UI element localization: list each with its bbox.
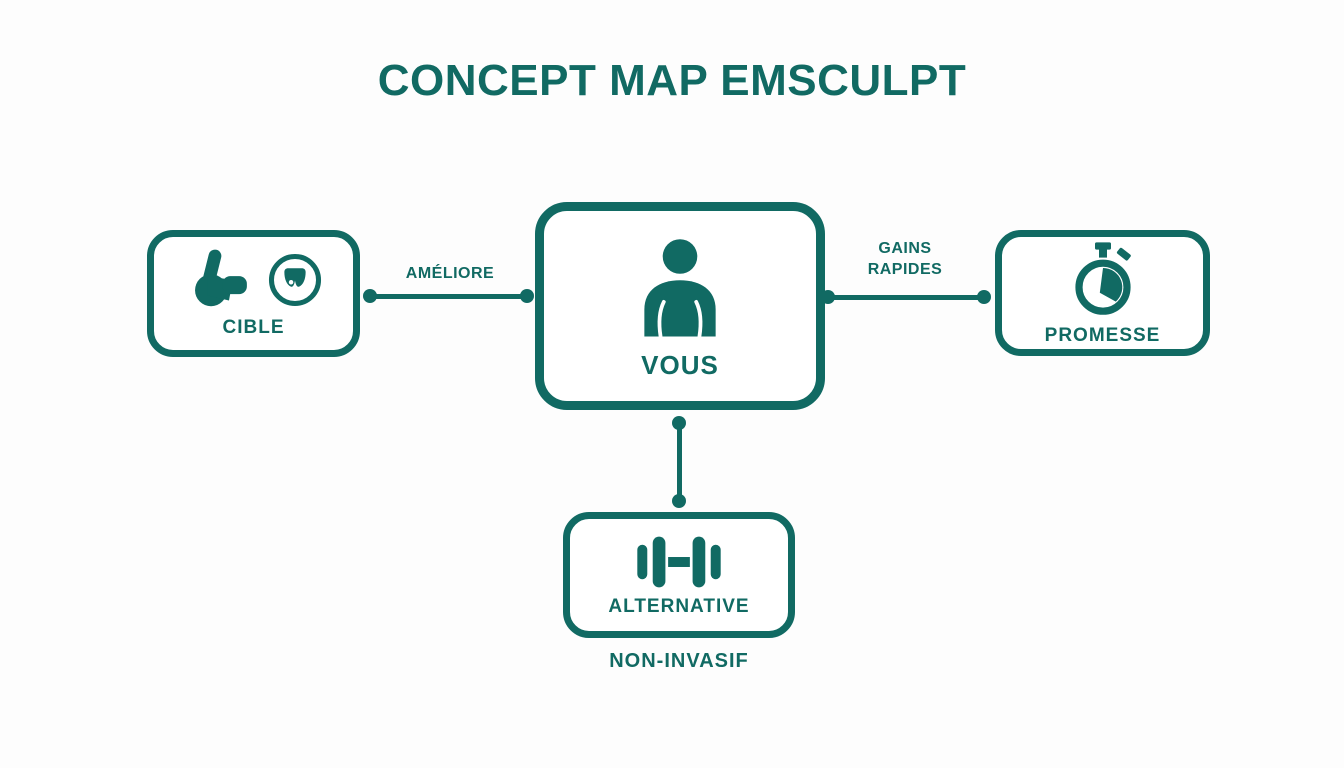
cible-icons: [185, 248, 323, 312]
edge-label-gains-rapides: GAINS RAPIDES: [830, 238, 980, 280]
connector-dot: [520, 289, 534, 303]
node-promesse-label: PROMESSE: [1044, 324, 1161, 346]
edge-label-line: GAINS: [878, 240, 932, 257]
connector-dot: [672, 416, 686, 430]
bicep-icon: [194, 249, 247, 307]
edge-label-ameliore: AMÉLIORE: [405, 265, 495, 282]
connector-right-line: [828, 295, 984, 300]
person-icon: [644, 238, 716, 338]
connector-dot: [977, 290, 991, 304]
node-promesse: PROMESSE: [995, 230, 1210, 356]
connector-bottom-line: [677, 423, 682, 501]
page-title: CONCEPT MAP EMSCULPT: [377, 56, 967, 105]
node-cible: CIBLE: [147, 230, 360, 357]
stopwatch-icon: [1074, 241, 1131, 315]
caption-non-invasif: NON-INVASIF: [609, 650, 749, 672]
connector-dot: [672, 494, 686, 508]
node-cible-label: CIBLE: [222, 317, 285, 338]
node-alternative-label: ALTERNATIVE: [608, 595, 750, 617]
fat-circle-icon: [268, 253, 321, 307]
connector-dot: [363, 289, 377, 303]
connector-left-line: [370, 294, 528, 299]
node-vous: VOUS: [535, 202, 825, 410]
dumbbell-icon: [637, 536, 721, 587]
edge-label-line: RAPIDES: [867, 261, 943, 278]
node-alternative: ALTERNATIVE: [563, 512, 795, 638]
node-vous-label: VOUS: [641, 349, 719, 380]
